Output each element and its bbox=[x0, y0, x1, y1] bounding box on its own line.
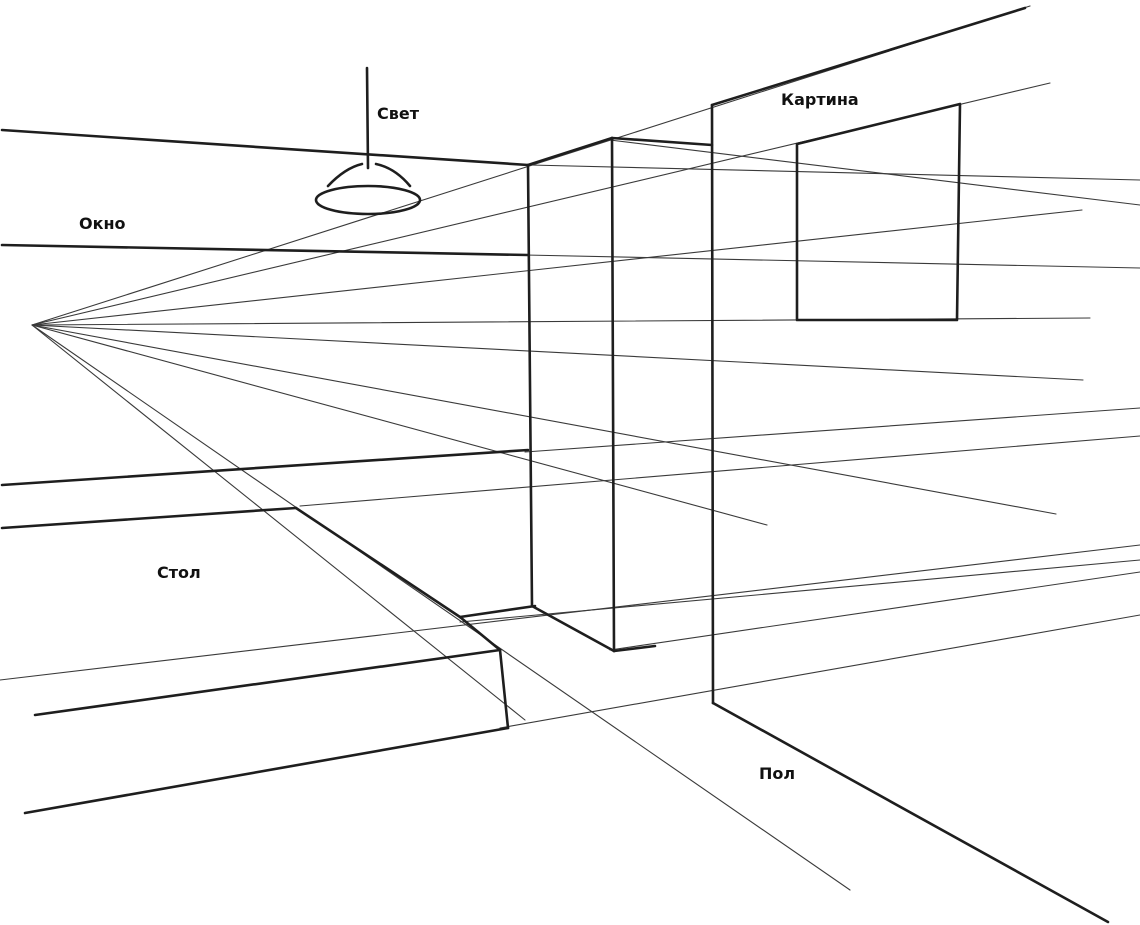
ceiling-light bbox=[314, 66, 422, 216]
label-floor: Пол bbox=[759, 764, 795, 783]
guide-line bbox=[31, 324, 851, 891]
light-shade bbox=[314, 184, 422, 216]
guide-line bbox=[529, 164, 1140, 181]
label-table: Стол bbox=[157, 563, 201, 582]
table-side-edge bbox=[294, 506, 462, 619]
guide-line bbox=[31, 324, 1057, 515]
label-window: Окно bbox=[79, 214, 126, 233]
table-front-edge bbox=[458, 604, 537, 619]
table-back-edge bbox=[0, 506, 298, 530]
guide-line bbox=[609, 139, 1140, 206]
table-leg-edge bbox=[498, 648, 510, 730]
table-bottom-edge bbox=[23, 726, 510, 815]
left-wall-lines bbox=[0, 128, 530, 487]
ceiling-edge bbox=[0, 128, 530, 167]
panel-top-right bbox=[710, 6, 1027, 107]
guide-line bbox=[609, 571, 1140, 651]
picture-frame bbox=[795, 102, 962, 322]
guide-line bbox=[31, 324, 768, 526]
guide-line bbox=[31, 324, 526, 721]
table-top-front bbox=[33, 648, 502, 717]
guide-line bbox=[459, 559, 1140, 623]
panel-vertical-3 bbox=[710, 103, 715, 705]
picture-outline bbox=[795, 102, 962, 322]
perspective-guide-lines bbox=[0, 5, 1140, 891]
label-light: Свет bbox=[377, 104, 420, 123]
guide-line bbox=[31, 324, 1084, 381]
guide-line bbox=[524, 254, 1140, 269]
light-cord bbox=[365, 66, 370, 170]
panel-top-mid bbox=[610, 136, 714, 147]
wall-panels bbox=[526, 6, 1110, 924]
table-corner-edge bbox=[458, 615, 502, 652]
guide-line bbox=[299, 435, 1140, 507]
guide-line bbox=[524, 407, 1140, 453]
panel-vertical-1 bbox=[526, 163, 534, 608]
table bbox=[0, 506, 537, 815]
window-edge bbox=[0, 243, 530, 257]
panel-vertical-2 bbox=[610, 136, 616, 653]
light-shade-top bbox=[326, 162, 412, 188]
panel-bottom-2 bbox=[612, 644, 657, 653]
guide-line bbox=[499, 614, 1140, 729]
panel-bottom-1 bbox=[530, 604, 616, 653]
guide-line bbox=[31, 209, 1083, 326]
floor-wall-edge bbox=[711, 701, 1110, 924]
wall-floor-edge bbox=[0, 448, 530, 487]
label-picture: Картина bbox=[781, 90, 859, 109]
panel-top-left bbox=[526, 136, 614, 167]
